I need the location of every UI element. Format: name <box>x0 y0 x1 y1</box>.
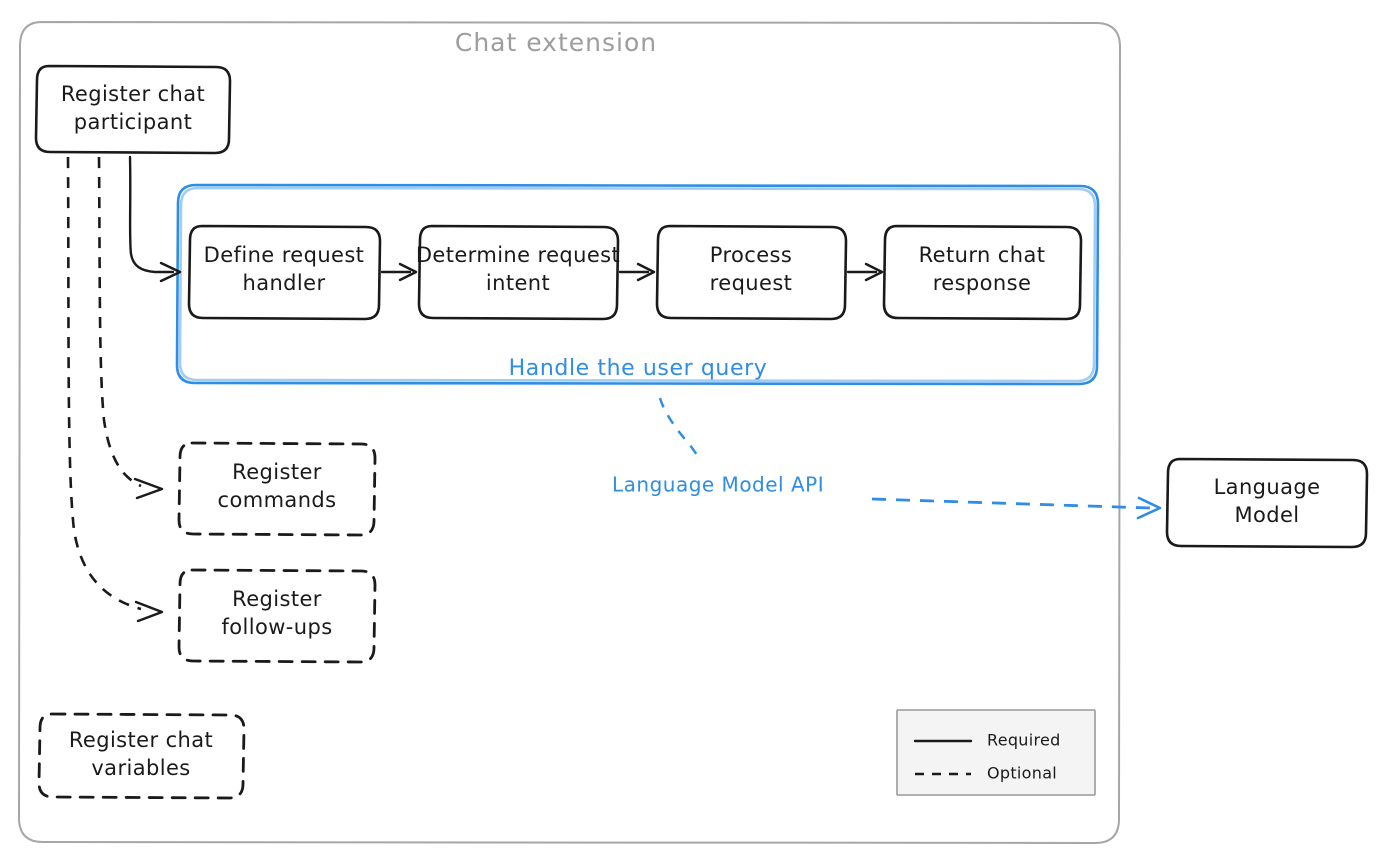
legend-item-optional: Optional <box>915 764 1057 783</box>
node-shape <box>417 224 620 321</box>
node-shape <box>655 224 848 321</box>
legend-label-optional: Optional <box>987 764 1057 783</box>
edge-leader-path <box>658 397 698 456</box>
edge-participant-to-register-commands <box>97 156 164 500</box>
node-shape <box>187 224 382 321</box>
group-border-sketch-overlay <box>178 186 1097 383</box>
node-shape <box>34 64 232 155</box>
container-border <box>17 20 1122 845</box>
arrowhead-icon <box>134 600 164 623</box>
edge-participant-to-register-follow-ups <box>66 156 164 623</box>
legend-background <box>896 709 1096 796</box>
legend-label-required: Required <box>987 731 1061 750</box>
node-shape <box>37 712 246 800</box>
edge-path <box>66 156 142 611</box>
arrowhead-icon <box>864 262 884 282</box>
legend-item-required: Required <box>913 731 1061 750</box>
node-shape <box>177 441 377 537</box>
node-shape <box>177 568 377 664</box>
chat-extension-container: Chat extension <box>17 20 1122 845</box>
legend: Required Optional <box>896 709 1096 796</box>
handle-user-query-group: Handle the user query <box>175 183 1100 386</box>
group-title: Handle the user query <box>509 356 768 381</box>
arrowhead-icon <box>398 262 418 282</box>
edge-path <box>97 156 142 488</box>
node-shape <box>1165 457 1369 549</box>
arrowhead-icon <box>636 262 656 282</box>
group-border <box>175 183 1100 386</box>
edge-language-model-api: Language Model API <box>612 397 1162 520</box>
container-title: Chat extension <box>455 28 657 57</box>
edge-participant-to-define-handler <box>128 155 182 283</box>
edge-label-language-model-api: Language Model API <box>612 473 824 497</box>
arrowhead-icon <box>1136 496 1162 520</box>
edge-define-handler-to-determine-intent <box>380 262 418 282</box>
arrowhead-icon <box>159 261 182 283</box>
edge-determine-intent-to-process-request <box>618 262 656 282</box>
edge-process-request-to-return-response <box>846 262 884 282</box>
edge-path <box>871 497 1151 510</box>
node-shape <box>882 224 1083 321</box>
arrowhead-icon <box>133 477 164 500</box>
edge-path <box>128 155 175 274</box>
